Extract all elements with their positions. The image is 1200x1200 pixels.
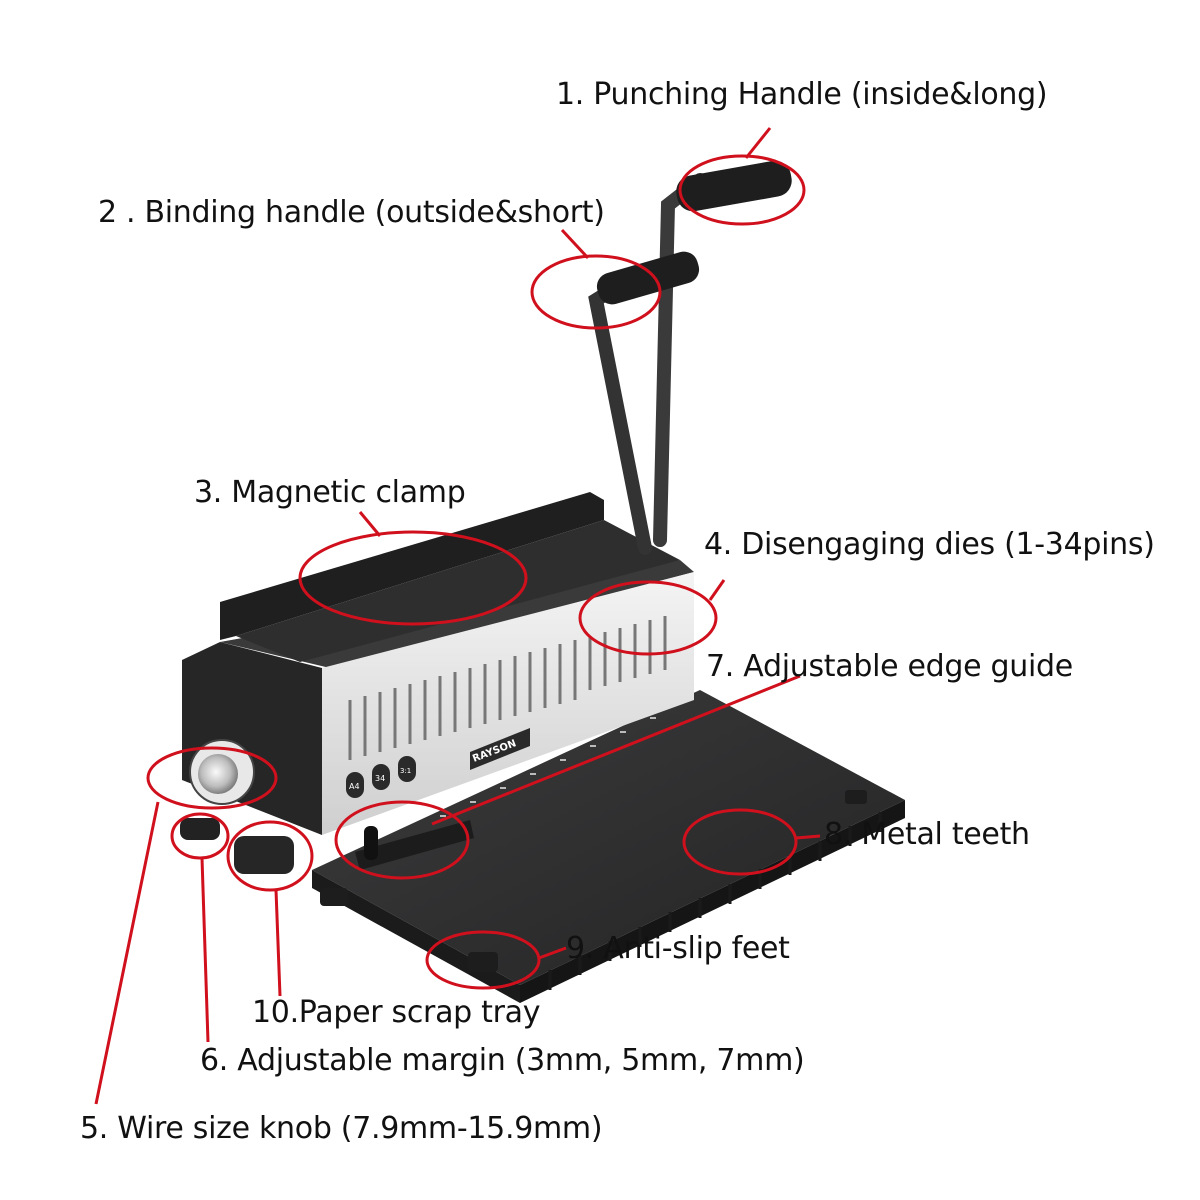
callout-ring-3 xyxy=(298,530,528,626)
callout-ring-9 xyxy=(425,930,541,990)
callout-label-anti-slip-feet: 9. Anti-slip feet xyxy=(566,931,790,966)
callout-label-metal-teeth: 8. Metal teeth xyxy=(824,817,1030,852)
callout-label-paper-scrap-tray: 10.Paper scrap tray xyxy=(252,995,541,1030)
callout-label-edge-guide: 7. Adjustable edge guide xyxy=(706,649,1073,684)
callout-label-adjustable-margin: 6. Adjustable margin (3mm, 5mm, 7mm) xyxy=(200,1043,805,1078)
edge-guide xyxy=(355,820,474,870)
anti-slip-feet xyxy=(320,790,867,972)
callout-label-binding-handle: 2 . Binding handle (outside&short) xyxy=(98,195,605,230)
callout-ring-1 xyxy=(678,154,806,226)
callout-ring-6 xyxy=(170,812,230,860)
callout-ring-10 xyxy=(226,820,314,892)
panel-marks: A4 34 3:1 xyxy=(346,756,416,798)
callout-label-magnetic-clamp: 3. Magnetic clamp xyxy=(194,475,466,510)
callout-label-punching-handle: 1. Punching Handle (inside&long) xyxy=(556,77,1048,112)
punch-die-pins xyxy=(348,616,667,760)
paper-scrap-tray xyxy=(234,836,294,874)
margin-selector xyxy=(180,818,220,840)
callout-ring-2 xyxy=(530,254,662,330)
wire-size-knob xyxy=(189,739,255,805)
callout-ring-4 xyxy=(578,580,718,656)
callout-ring-7 xyxy=(334,800,470,880)
panel-mark-ratio: 3:1 xyxy=(400,767,411,775)
base-tray xyxy=(312,690,905,1003)
callout-ring-8 xyxy=(682,808,798,876)
callout-markers xyxy=(94,127,821,1105)
handles xyxy=(588,160,792,555)
callout-label-wire-size-knob: 5. Wire size knob (7.9mm-15.9mm) xyxy=(80,1111,603,1146)
panel-mark-a4: A4 xyxy=(349,782,360,791)
ruler-marks xyxy=(440,717,656,817)
callout-label-disengaging-dies: 4. Disengaging dies (1-34pins) xyxy=(704,527,1155,562)
panel-mark-34: 34 xyxy=(375,774,385,783)
callout-ring-5 xyxy=(146,746,278,810)
